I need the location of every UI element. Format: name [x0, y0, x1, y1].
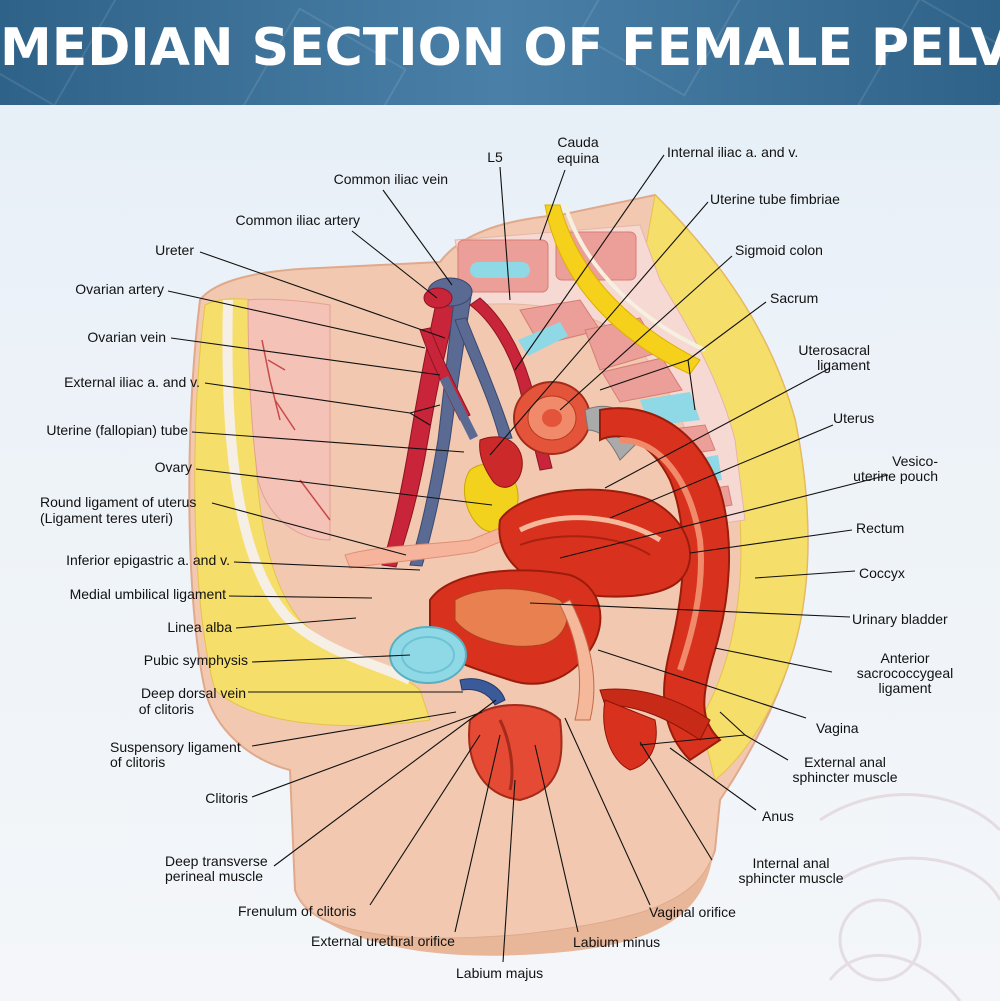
- fascia-band: [222, 299, 413, 685]
- ovarian-vein: [440, 376, 478, 440]
- label-vaginal-orifice: Vaginal orifice: [649, 904, 736, 920]
- label-ovary: Ovary: [154, 459, 192, 475]
- label-medial-umbilical: Medial umbilical ligament: [69, 586, 226, 602]
- intervertebral-disc: [470, 262, 530, 278]
- label-uterosacral-line2: ligament: [817, 357, 870, 373]
- label-internal-anal-line1: Internal anal: [752, 855, 830, 871]
- label-ovarian-artery: Ovarian artery: [75, 281, 164, 297]
- label-inferior-epigastric: Inferior epigastric a. and v.: [66, 552, 230, 568]
- label-deep-transverse-line1: Deep transverse: [165, 853, 268, 869]
- label-deep-dorsal-vein-line1: Deep dorsal vein: [140, 685, 246, 701]
- label-urinary-bladder: Urinary bladder: [852, 611, 948, 627]
- label-vesico-line2: uterine pouch: [853, 468, 938, 484]
- blood-vessel-network: [261, 339, 331, 521]
- label-pubic-symphysis: Pubic symphysis: [143, 652, 248, 668]
- label-frenulum: Frenulum of clitoris: [238, 903, 357, 919]
- label-external-anal-line1: External anal: [804, 754, 886, 770]
- anal-canal: [599, 688, 711, 741]
- title-banner: MEDIAN SECTION OF FEMALE PELVIS: [0, 0, 1000, 105]
- labia-shape: [498, 719, 514, 791]
- label-labium-minus: Labium minus: [573, 934, 661, 950]
- spinal-dura: [563, 204, 706, 352]
- label-coccyx: Coccyx: [859, 565, 905, 581]
- rectum-lumen: [619, 437, 704, 671]
- label-rectum: Rectum: [856, 520, 905, 536]
- label-anterior-sacro-line1: Anterior: [880, 650, 930, 666]
- pelvic-organs: [429, 407, 731, 771]
- anal-sphincter: [603, 699, 657, 771]
- label-external-iliac: External iliac a. and v.: [64, 374, 200, 390]
- perineum-shape: [468, 704, 563, 802]
- label-labium-majus: Labium majus: [456, 965, 544, 981]
- label-uterine-tube-fimbriae: Uterine tube fimbriae: [710, 191, 840, 207]
- label-anus: Anus: [762, 808, 794, 824]
- label-suspensory-line2: of clitoris: [110, 754, 166, 770]
- label-uterus: Uterus: [833, 410, 875, 426]
- cauda-equina-structure: [544, 204, 701, 375]
- clitoris-shape: [459, 678, 506, 706]
- label-ovarian-vein: Ovarian vein: [87, 329, 166, 345]
- label-sigmoid-colon: Sigmoid colon: [735, 242, 823, 258]
- label-anterior-sacro-line3: ligament: [878, 680, 932, 696]
- rectum-wall: [599, 407, 731, 762]
- label-internal-iliac: Internal iliac a. and v.: [667, 144, 799, 160]
- background-sketch: [819, 793, 1000, 1001]
- label-clitoris: Clitoris: [205, 790, 248, 806]
- label-vagina: Vagina: [816, 720, 859, 736]
- label-l5: L5: [487, 149, 503, 165]
- label-round-ligament-line1: Round ligament of uterus: [40, 494, 197, 510]
- label-common-iliac-vein: Common iliac vein: [333, 171, 448, 187]
- internal-iliac-vein: [454, 317, 513, 441]
- label-sacrum: Sacrum: [770, 290, 819, 306]
- vagina-shape: [559, 599, 595, 721]
- label-suspensory-line1: Suspensory ligament: [110, 739, 241, 755]
- label-uterine-tube: Uterine (fallopian) tube: [46, 422, 188, 438]
- label-internal-anal-line2: sphincter muscle: [738, 870, 844, 886]
- leader-lines: [167, 154, 889, 963]
- label-linea-alba: Linea alba: [167, 619, 232, 635]
- pubic-symphysis-shape: [389, 626, 467, 684]
- label-deep-transverse-line2: perineal muscle: [165, 868, 264, 884]
- label-external-anal-line2: sphincter muscle: [792, 769, 898, 785]
- page-title: MEDIAN SECTION OF FEMALE PELVIS: [0, 18, 1000, 78]
- label-round-ligament-line2: (Ligament teres uteri): [40, 510, 174, 526]
- label-anterior-sacro-line2: sacrococcygeal: [856, 665, 954, 681]
- uterine-tube-fimbriae-shape: [479, 436, 523, 488]
- label-uterosacral-line1: Uterosacral: [798, 342, 870, 358]
- label-deep-dorsal-vein-line2: of clitoris: [138, 701, 194, 717]
- label-cauda-equina-line2: equina: [556, 150, 600, 166]
- label-external-urethral: External urethral orifice: [311, 933, 455, 949]
- uterine-cavity: [518, 515, 662, 543]
- label-vesico-line1: Vesico-: [892, 453, 938, 469]
- label-ureter: Ureter: [155, 242, 194, 258]
- model-base: [295, 850, 715, 956]
- label-common-iliac-artery: Common iliac artery: [235, 212, 360, 228]
- label-cauda-equina-line1: Cauda: [557, 134, 599, 150]
